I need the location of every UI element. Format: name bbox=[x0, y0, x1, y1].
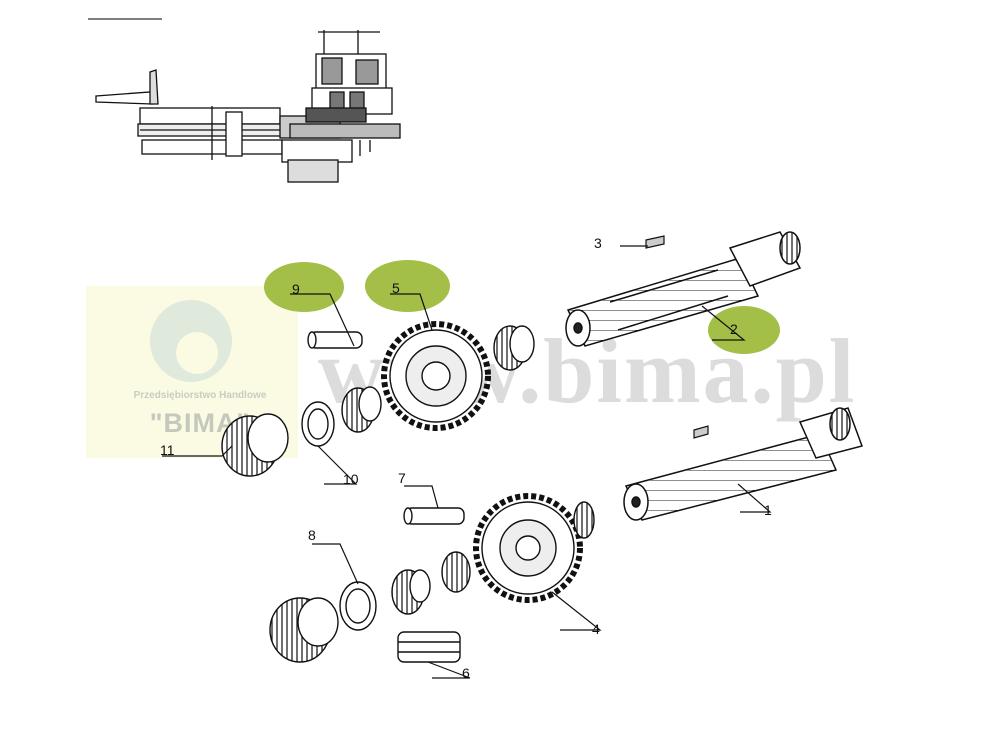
needle-bearing-upper-left bbox=[341, 386, 382, 433]
callout-10: 10 bbox=[343, 471, 359, 487]
part-7-pin bbox=[403, 507, 465, 525]
highlight-callout-2 bbox=[708, 306, 780, 354]
part-8-washer bbox=[339, 581, 377, 631]
highlight-callout-5 bbox=[365, 260, 450, 312]
gearbox-overview-sketch bbox=[95, 30, 401, 183]
needle-bearing-upper-right bbox=[493, 325, 535, 371]
callout-4: 4 bbox=[592, 621, 600, 637]
highlight-callout-9 bbox=[264, 262, 344, 312]
part-1-shaft bbox=[623, 407, 863, 521]
part-2-shaft bbox=[565, 231, 802, 347]
leader-lines bbox=[162, 293, 772, 679]
callout-8: 8 bbox=[308, 527, 316, 543]
callout-2: 2 bbox=[730, 321, 738, 337]
part-5-gear bbox=[381, 321, 491, 431]
needle-bearing-lower-mid bbox=[391, 551, 471, 615]
callout-3: 3 bbox=[594, 235, 602, 251]
part-3-key bbox=[645, 235, 665, 249]
callout-5: 5 bbox=[392, 280, 400, 296]
needle-bearing-bottom-left bbox=[269, 597, 339, 663]
callout-7: 7 bbox=[398, 470, 406, 486]
part-11-bearing bbox=[221, 413, 289, 477]
watermark-logo-circle-hole bbox=[176, 332, 218, 374]
callout-1: 1 bbox=[764, 502, 772, 518]
callout-6: 6 bbox=[462, 665, 470, 681]
callout-11: 11 bbox=[160, 442, 175, 458]
callout-9: 9 bbox=[292, 281, 300, 297]
part-10-washer bbox=[301, 401, 335, 447]
part-4-gear-cluster bbox=[473, 493, 595, 603]
part-6-pin bbox=[397, 631, 461, 663]
part-1-key bbox=[693, 425, 709, 439]
watermark-company-text: Przedsiębiorstwo Handlowe bbox=[133, 390, 267, 401]
